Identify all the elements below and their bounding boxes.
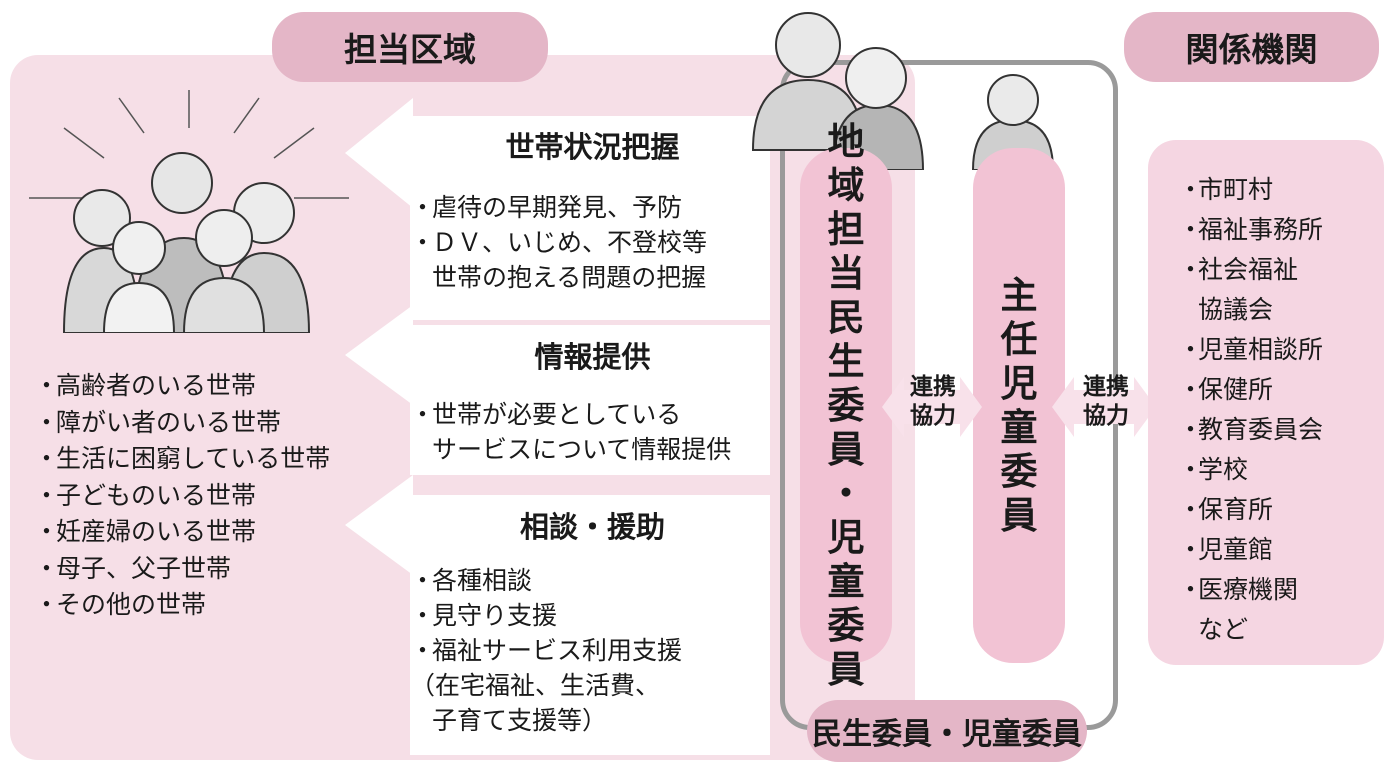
left-arrow-shape bbox=[345, 305, 770, 405]
column-char: 地 bbox=[827, 119, 865, 163]
list-item: ・各種相談 bbox=[410, 566, 533, 595]
function-title: 世帯状況把握 bbox=[505, 130, 680, 164]
link-label: 連携 協力 bbox=[910, 374, 956, 429]
list-item: ・児童館 bbox=[1178, 535, 1274, 564]
agency-list: ・市町村 ・福祉事務所 ・社会福祉 協議会 ・児童相談所 ・保健所 ・教育委員会… bbox=[1178, 170, 1323, 650]
column-char: 童 bbox=[827, 559, 865, 603]
list-item: ・子どものいる世帯 bbox=[34, 480, 257, 510]
function-arrow-consult: 相談・援助 ・各種相談 ・見守り支援 ・福祉サービス利用支援 （在宅福祉、生活費… bbox=[345, 475, 770, 760]
list-item: ・社会福祉 bbox=[1178, 255, 1299, 284]
list-item: ・障がい者のいる世帯 bbox=[34, 407, 282, 437]
burst-lines bbox=[29, 90, 349, 199]
household-list: ・高齢者のいる世帯 ・障がい者のいる世帯 ・生活に困窮している世帯 ・子どものい… bbox=[34, 368, 330, 624]
list-item: ・高齢者のいる世帯 bbox=[34, 371, 257, 400]
list-item: （在宅福祉、生活費、 bbox=[410, 671, 661, 700]
list-item: ・ＤＶ、いじめ、不登校等 bbox=[410, 228, 708, 257]
area-member-column: 地 域 担 当 民 生 委 員 ・ 児 童 委 員 bbox=[800, 120, 892, 691]
list-item: ・教育委員会 bbox=[1178, 415, 1324, 444]
column-char: 委 bbox=[827, 603, 865, 647]
list-item: 協議会 bbox=[1198, 295, 1274, 324]
function-details: ・虐待の早期発見、予防 ・ＤＶ、いじめ、不登校等 世帯の抱える問題の把握 bbox=[410, 190, 770, 320]
list-item: ・生活に困窮している世帯 bbox=[34, 444, 331, 473]
list-item: ・福祉事務所 bbox=[1178, 215, 1324, 244]
members-illustration bbox=[751, 12, 1055, 170]
list-item: ・世帯が必要としている bbox=[410, 400, 682, 429]
column-char: 員 bbox=[827, 427, 865, 471]
family-illustration bbox=[29, 90, 349, 333]
list-item: ・妊産婦のいる世帯 bbox=[34, 517, 257, 546]
list-item: 子育て支援等） bbox=[432, 706, 608, 735]
column-char: 生 bbox=[827, 339, 865, 383]
list-item: ・その他の世帯 bbox=[34, 590, 207, 619]
list-item: ・福祉サービス利用支援 bbox=[410, 636, 683, 665]
list-item: ・市町村 bbox=[1178, 175, 1274, 204]
list-item: 世帯の抱える問題の把握 bbox=[432, 263, 707, 292]
area-title: 担当区域 bbox=[272, 12, 548, 82]
column-char: ・ bbox=[827, 471, 865, 515]
left-arrow-shape bbox=[345, 475, 770, 575]
column-char: 児 bbox=[827, 515, 865, 559]
function-arrow-situation: 世帯状況把握 ・虐待の早期発見、予防 ・ＤＶ、いじめ、不登校等 世帯の抱える問題… bbox=[345, 98, 770, 320]
agency-title: 関係機関 bbox=[1124, 12, 1379, 82]
column-char: 主 bbox=[1000, 273, 1038, 317]
members-group-label: 民生委員・児童委員 bbox=[807, 700, 1087, 762]
list-item: など bbox=[1198, 615, 1249, 644]
column-char: 委 bbox=[827, 383, 865, 427]
column-char: 当 bbox=[827, 251, 865, 295]
function-details: ・世帯が必要としている サービスについて情報提供 bbox=[410, 385, 770, 475]
list-item: サービスについて情報提供 bbox=[432, 435, 732, 464]
column-char: 児 bbox=[1000, 361, 1038, 405]
column-char: 任 bbox=[1000, 317, 1038, 361]
double-arrow-icon bbox=[882, 377, 982, 437]
column-char: 委 bbox=[1000, 449, 1038, 493]
list-item: ・母子、父子世帯 bbox=[34, 553, 232, 583]
column-char: 担 bbox=[827, 207, 865, 251]
left-arrow-shape bbox=[345, 98, 770, 208]
function-title: 相談・援助 bbox=[519, 510, 665, 544]
list-item: ・医療機関 bbox=[1178, 575, 1299, 604]
list-item: ・学校 bbox=[1178, 455, 1249, 484]
column-char: 員 bbox=[1000, 493, 1038, 537]
chief-child-commissioner-column: 主 任 児 童 委 員 bbox=[973, 148, 1065, 663]
agency-box bbox=[1148, 140, 1384, 665]
column-char: 員 bbox=[827, 647, 865, 691]
list-item: ・保育所 bbox=[1178, 495, 1274, 524]
list-item: ・見守り支援 bbox=[410, 601, 558, 630]
function-arrow-info: 情報提供 ・世帯が必要としている サービスについて情報提供 bbox=[345, 305, 770, 475]
list-item: ・児童相談所 bbox=[1178, 335, 1324, 364]
list-item: ・保健所 bbox=[1178, 375, 1274, 404]
column-char: 域 bbox=[827, 163, 865, 207]
function-title: 情報提供 bbox=[534, 340, 651, 374]
list-item: ・虐待の早期発見、予防 bbox=[410, 193, 683, 222]
link-label: 連携 協力 bbox=[1083, 374, 1129, 429]
column-char: 民 bbox=[827, 295, 865, 339]
double-arrow-icon bbox=[1052, 377, 1156, 437]
column-char: 童 bbox=[1000, 405, 1038, 449]
function-details: ・各種相談 ・見守り支援 ・福祉サービス利用支援 （在宅福祉、生活費、 子育て支… bbox=[410, 555, 770, 755]
